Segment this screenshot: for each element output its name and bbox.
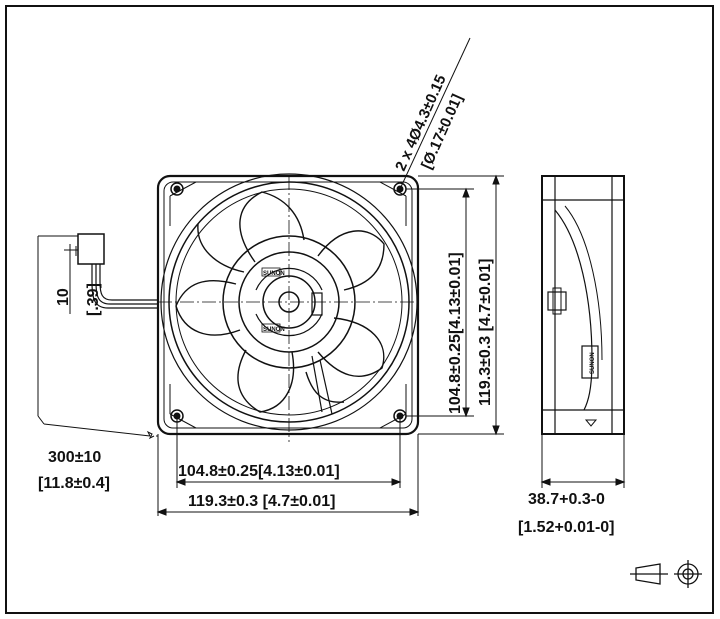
vertical-outer-dim: 119.3±0.3 [4.7±0.01] <box>477 259 494 406</box>
side-frame <box>541 175 625 435</box>
horizontal-inner-dim: 104.8±0.25[4.13±0.01] <box>178 463 340 480</box>
support-strut <box>311 355 323 413</box>
side-arrow-mark <box>584 419 598 427</box>
hub-labels: SUNON SUNON <box>261 267 285 333</box>
mounting-hole <box>170 182 184 196</box>
hub-logo-text: SUNON <box>263 327 285 333</box>
drawing-border <box>5 5 714 614</box>
side-view <box>541 175 625 435</box>
first-angle-projection-icon <box>630 560 702 588</box>
hole-leader-line <box>399 37 471 190</box>
vertical-dimensions <box>406 174 504 436</box>
fan-blade <box>305 371 345 403</box>
wire-length-inch-label: [11.8±0.4] <box>38 475 110 492</box>
fan-blade <box>175 280 241 336</box>
horizontal-outer-dim: 119.3±0.3 [4.7±0.01] <box>188 493 335 510</box>
side-cable-clip <box>547 291 567 311</box>
hub-slot <box>311 292 323 316</box>
front-view <box>156 173 420 442</box>
wire-length-dimension <box>37 235 158 440</box>
lead-wire <box>77 233 158 309</box>
fan-blade <box>197 223 245 273</box>
fan-blade <box>239 191 305 263</box>
depth-dimension <box>540 434 626 488</box>
horizontal-dimensions <box>156 416 420 516</box>
side-label-text: SUNON <box>590 352 596 374</box>
wire-stub-dim-inch: [.39] <box>85 283 102 316</box>
support-strut <box>319 359 333 415</box>
depth-dim: 38.7+0.3-0 <box>528 491 605 508</box>
fan-blade <box>317 230 385 291</box>
corner-wedge <box>379 181 407 226</box>
wire-length-label: 300±10 <box>48 449 101 466</box>
side-label-plate <box>581 345 599 379</box>
hub-logo-text: SUNON <box>263 271 285 277</box>
fan-blade <box>237 349 295 413</box>
connector-housing <box>77 233 105 265</box>
depth-dim-inch: [1.52+0.01-0] <box>518 519 615 536</box>
vertical-inner-dim: 104.8±0.25[4.13±0.01] <box>447 252 464 414</box>
hub-outer <box>222 235 356 369</box>
fan-frame-outer <box>156 174 420 436</box>
fan-blade <box>317 317 385 377</box>
wire-stub-dim: 10 <box>55 288 72 306</box>
